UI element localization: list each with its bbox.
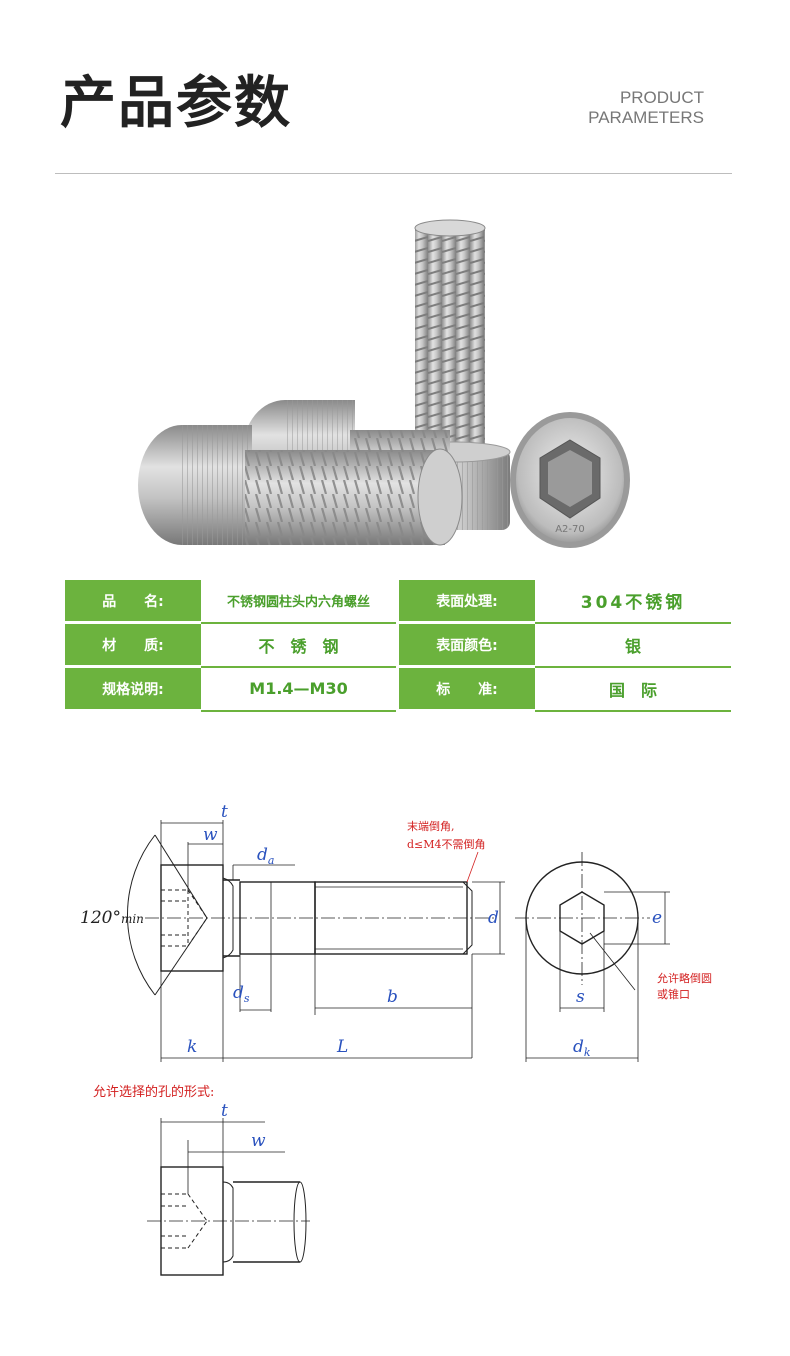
param-label-name: 品 名: (65, 580, 201, 624)
param-value-name: 不锈钢圆柱头内六角螺丝 (201, 580, 396, 624)
param-value-material: 不 锈 钢 (201, 622, 396, 668)
dim2-w: w (251, 1131, 266, 1151)
note-hole-line2: 或锥口 (657, 988, 690, 1001)
dim-L: L (336, 1037, 348, 1057)
header-divider (55, 173, 732, 174)
note-chamfer-line2: d≤M4不需倒角 (407, 838, 486, 851)
dim-b: b (387, 987, 398, 1007)
table-row: 规格说明: M1.4—M30 标 准: 国 际 (65, 666, 731, 712)
param-label-surface-treatment: 表面处理: (399, 580, 535, 624)
subtitle-line-2: PARAMETERS (588, 108, 704, 127)
parameter-table: 品 名: 不锈钢圆柱头内六角螺丝 表面处理: 304不锈钢 材 质: 不 锈 钢… (65, 580, 731, 712)
param-value-standard: 国 际 (535, 666, 731, 712)
dim-w: w (203, 825, 218, 845)
note-chamfer-line1: 末端倒角, (407, 819, 455, 833)
param-label-standard: 标 准: (399, 666, 535, 712)
dim-d: d (488, 908, 499, 928)
head-marking: A2-70 (555, 524, 585, 535)
dim-e: e (652, 908, 662, 928)
page-title: 产品参数 (60, 71, 292, 136)
note-optional-hole: 允许选择的孔的形式: (93, 1084, 214, 1100)
dim-dk: dk (573, 1037, 591, 1059)
dim-s: s (576, 987, 585, 1007)
param-value-surface-treatment: 304不锈钢 (535, 580, 731, 624)
dim-t: t (221, 802, 228, 822)
table-row: 品 名: 不锈钢圆柱头内六角螺丝 表面处理: 304不锈钢 (65, 580, 731, 624)
product-photo: A2-70 (138, 219, 630, 548)
param-label-material: 材 质: (65, 622, 201, 668)
dim-angle: 120°min (80, 908, 144, 928)
subtitle-line-1: PRODUCT (619, 88, 704, 107)
param-value-spec: M1.4—M30 (201, 666, 396, 712)
note-hole-line1: 允许略倒圆 (657, 971, 712, 985)
dim-k: k (187, 1037, 197, 1057)
table-row: 材 质: 不 锈 钢 表面颜色: 银 (65, 622, 731, 668)
param-label-surface-color: 表面颜色: (399, 622, 535, 668)
page-subtitle: PRODUCT PARAMETERS (588, 88, 704, 128)
technical-drawing: t w da d ds b k L e s dk 120°min t w 末端倒… (80, 802, 712, 1276)
dim2-t: t (221, 1101, 228, 1121)
dim-ds: ds (233, 983, 250, 1005)
param-label-spec: 规格说明: (65, 666, 201, 712)
dim-da: da (257, 845, 274, 867)
param-value-surface-color: 银 (535, 622, 731, 668)
